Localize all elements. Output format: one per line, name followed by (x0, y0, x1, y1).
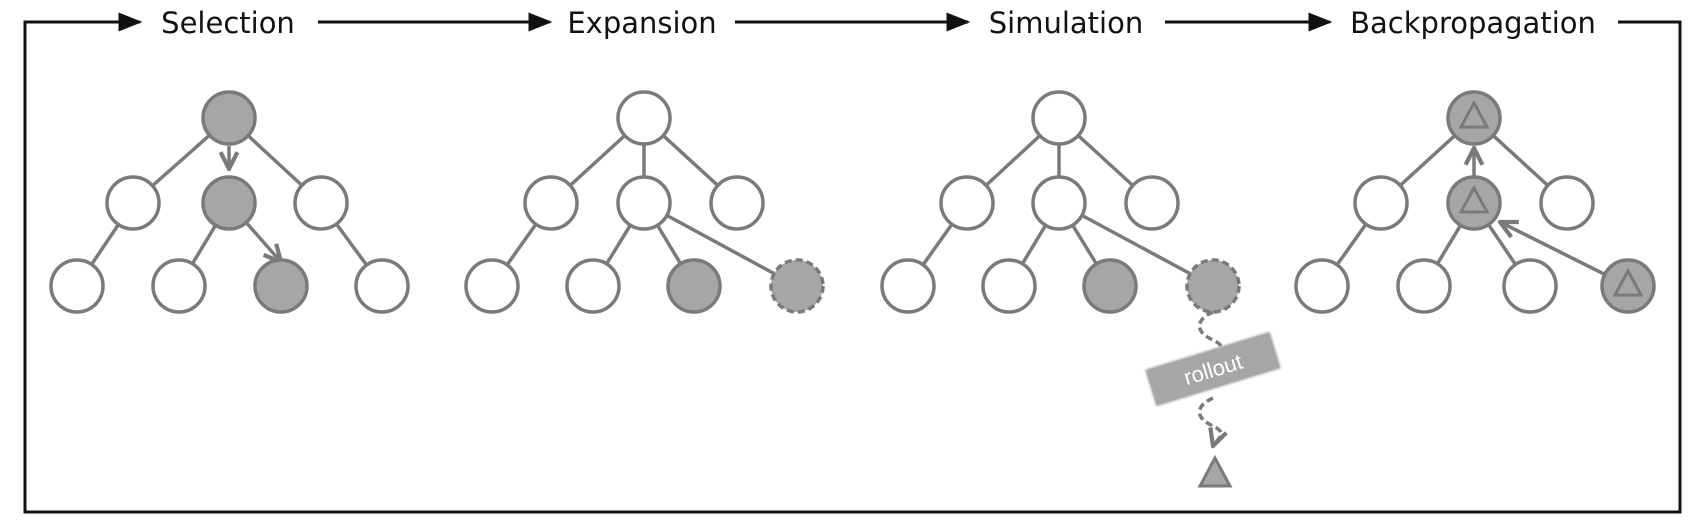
tree-node (293, 175, 349, 231)
tree-node (666, 258, 722, 314)
tree-node (354, 258, 410, 314)
tree-node (616, 175, 672, 231)
triangle-icon (1458, 184, 1490, 214)
stage-label-selection: Selection (161, 6, 295, 40)
tree-node (880, 258, 936, 314)
triangle-icon (1458, 99, 1490, 129)
rollout-path (1197, 396, 1222, 446)
tree-node (565, 258, 621, 314)
tree-node (1539, 175, 1595, 231)
tree-node (1294, 258, 1350, 314)
tree-node (1031, 175, 1087, 231)
stage-label-backpropagation: Backpropagation (1350, 6, 1596, 40)
tree-node (151, 258, 207, 314)
triangle-icon (1197, 454, 1233, 488)
tree-node (1446, 175, 1502, 231)
rollout-box: rollout (1145, 331, 1281, 407)
tree-node (616, 90, 672, 146)
tree-node (201, 175, 257, 231)
tree-node (1082, 258, 1138, 314)
tree-node (981, 258, 1037, 314)
selection-tree (49, 90, 410, 314)
tree-node (1502, 258, 1558, 314)
tree-node (105, 175, 161, 231)
tree-node (1124, 175, 1180, 231)
new-node-dashed (769, 258, 825, 314)
stage-label-expansion: Expansion (567, 6, 716, 40)
simulation-tree (880, 90, 1241, 314)
tree-node (1353, 175, 1409, 231)
tree-node (1031, 90, 1087, 146)
expansion-tree (464, 90, 825, 314)
tree-node (49, 258, 105, 314)
backprop-value-markers (1458, 99, 1644, 297)
tree-node (1396, 258, 1452, 314)
tree-node (464, 258, 520, 314)
tree-node (1446, 90, 1502, 146)
stage-label-simulation: Simulation (989, 6, 1143, 40)
triangle-icon (1612, 267, 1644, 297)
tree-node (709, 175, 765, 231)
new-node-dashed (1185, 258, 1241, 314)
process-frame (23, 12, 1682, 514)
tree-node (253, 258, 309, 314)
tree-node (523, 175, 579, 231)
tree-node (1600, 258, 1656, 314)
backpropagation-tree (1294, 90, 1656, 314)
tree-node (201, 90, 257, 146)
tree-node (939, 175, 995, 231)
